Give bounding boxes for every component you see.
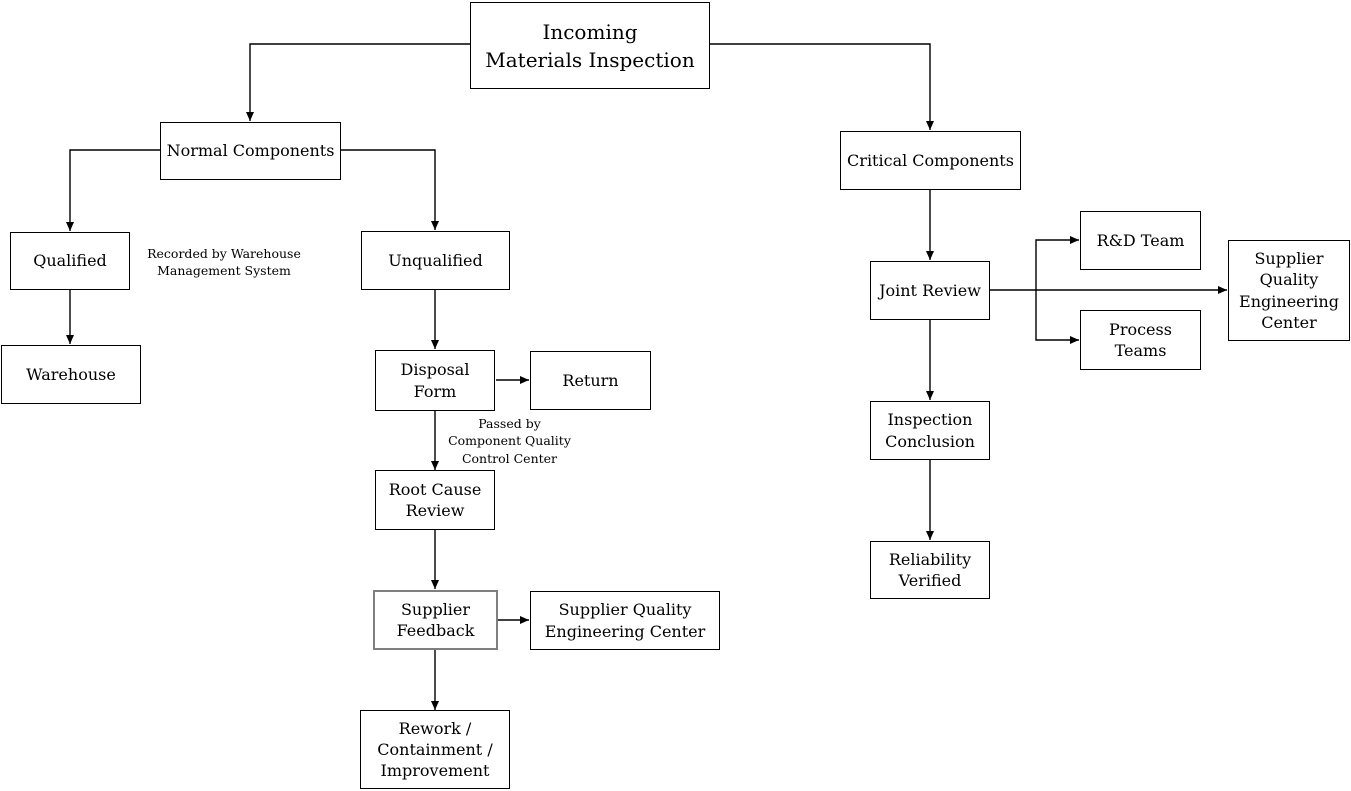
node-supplier-quality-engineering-center-right: Supplier Quality Engineering Center <box>1228 240 1350 341</box>
edge-joint-review-to-process-teams <box>1035 290 1079 344</box>
node-reliability-verified: Reliability Verified <box>870 541 990 599</box>
edge-incoming-to-normal <box>246 43 470 121</box>
node-unqualified: Unqualified <box>361 231 510 290</box>
node-rd-team: R&D Team <box>1080 211 1201 270</box>
node-qualified: Qualified <box>10 232 130 290</box>
edge-incoming-to-critical <box>710 43 934 130</box>
node-normal-components: Normal Components <box>160 122 341 180</box>
node-warehouse: Warehouse <box>1 345 141 404</box>
annotation-recorded-by-warehouse: Recorded by Warehouse Management System <box>147 246 301 279</box>
node-disposal-form: Disposal Form <box>375 350 495 411</box>
node-process-teams: Process Teams <box>1080 310 1201 370</box>
node-incoming-materials-inspection: Incoming Materials Inspection <box>470 2 710 89</box>
node-rework-containment-improvement: Rework / Containment / Improvement <box>360 710 510 789</box>
node-supplier-feedback: Supplier Feedback <box>373 590 498 650</box>
node-supplier-quality-engineering-center-left: Supplier Quality Engineering Center <box>530 591 720 650</box>
node-joint-review: Joint Review <box>870 261 990 320</box>
edge-normal-to-unqualified <box>341 149 439 230</box>
node-return: Return <box>530 351 651 410</box>
edge-normal-to-qualified <box>66 149 160 231</box>
node-inspection-conclusion: Inspection Conclusion <box>870 401 990 460</box>
annotation-passed-by-cqcc: Passed by Component Quality Control Cent… <box>448 416 571 466</box>
edge-joint-review-to-rd-team <box>1035 236 1079 290</box>
node-critical-components: Critical Components <box>840 131 1021 190</box>
node-root-cause-review: Root Cause Review <box>375 470 495 530</box>
